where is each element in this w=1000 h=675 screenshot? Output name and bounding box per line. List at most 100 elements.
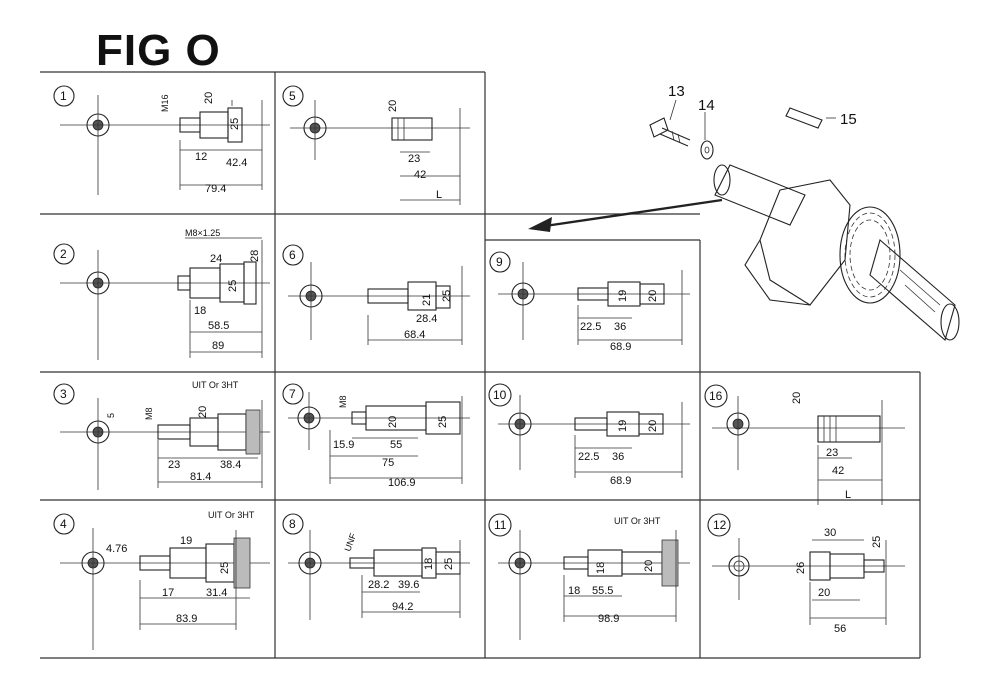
dim-label: 68.4 [404,329,425,341]
dim-label: 26 [795,562,807,574]
panel-number: 8 [289,517,296,531]
dim-label: 24 [210,253,222,265]
callout-15: 15 [840,111,857,128]
dim-label: 106.9 [388,477,416,489]
dim-label: L [845,489,851,501]
dim-label: 20 [791,392,803,404]
dim-label: 5 [106,413,116,418]
dim-label: 25 [219,562,231,574]
dim-label: 25 [441,290,453,302]
panel-number: 5 [289,89,296,103]
panel-number: 1 [60,89,67,103]
panel-2: 2 M8×1.25 24 28 25 18 58.5 89 [53,228,270,360]
dim-label: 20 [197,406,209,418]
dim-label: 25 [871,536,883,548]
dim-label: 17 [162,587,174,599]
dim-label: 58.5 [208,320,229,332]
dim-label: 23 [168,459,180,471]
callout-13: 13 [668,83,685,100]
panel-6: 6 21 25 28.4 68.4 [282,244,470,345]
panel-12: 12 30 26 25 20 56 [707,513,905,635]
dim-label: UIT Or 3HT [208,510,255,520]
panel-11: 11 UIT Or 3HT 18 20 18 55.5 98.9 [488,513,690,640]
dim-label: 19 [180,535,192,547]
dim-label: 20 [818,587,830,599]
panel-number: 6 [289,248,296,262]
dim-label: 42.4 [226,157,247,169]
dim-label: 20 [647,420,659,432]
dim-label: M8 [338,395,348,408]
dim-label: 28 [249,250,261,262]
panel-10: 10 19 20 22.5 36 68.9 [488,383,690,487]
panel-9: 9 19 20 22.5 36 68.9 [489,251,690,353]
dim-label: 21 [421,294,433,306]
dim-label: 22.5 [578,451,599,463]
dim-label: UIT Or 3HT [192,380,239,390]
panel-number: 11 [494,518,507,532]
callout-14: 14 [698,97,715,114]
dim-label: 68.9 [610,341,631,353]
dim-label: 56 [834,623,846,635]
dim-label: 28.4 [416,313,437,325]
dim-label: 55.5 [592,585,613,597]
dim-label: 4.76 [106,543,127,555]
dim-label: 20 [203,92,215,104]
dim-label: M8 [144,407,154,420]
dim-label: 20 [647,290,659,302]
panel-number: 7 [289,387,296,401]
dim-label: 25 [437,416,449,428]
callout-labels: 13 14 15 [668,83,857,140]
panel-4: 4 4.76 19 25 UIT Or 3HT 17 31.4 83.9 [53,510,270,650]
dim-label: 12 [195,151,207,163]
dim-label: 18 [423,558,435,570]
dim-label: 36 [612,451,624,463]
dim-label: 94.2 [392,601,413,613]
panel-number: 3 [60,387,67,401]
dim-label: 18 [595,562,607,574]
dim-label: 18 [568,585,580,597]
dim-label: 39.6 [398,579,419,591]
panel-8: 8 UNF 18 25 28.2 39.6 94.2 [282,513,470,620]
dim-label: 38.4 [220,459,241,471]
panel-16: 16 20 23 42 L [704,384,905,505]
dim-label: 18 [194,305,206,317]
dim-label: M8×1.25 [185,228,220,238]
panel-5: 5 20 23 42 L [282,85,470,205]
dim-label: 28.2 [368,579,389,591]
panel-1: 1 M16 20 25 12 42.4 79.4 [53,85,270,195]
grid-lines [40,71,921,659]
panel-number: 4 [60,517,67,531]
dim-label: 20 [643,560,655,572]
dim-label: 25 [229,118,241,130]
dim-label: 42 [414,169,426,181]
dim-label: 36 [614,321,626,333]
dim-label: 30 [824,527,836,539]
panel-3: 3 5 M8 20 UIT Or 3HT 23 38.4 81.4 [53,380,270,490]
panel-number: 10 [493,388,507,402]
dim-label: 20 [387,100,399,112]
panel-7: 7 M8 20 25 15.9 55 75 106.9 [282,383,470,489]
panel-number: 9 [496,255,503,269]
dim-label: 19 [617,290,629,302]
dim-label: 23 [408,153,420,165]
dim-label: 25 [443,558,455,570]
dim-label: 25 [227,280,239,292]
crankshaft-illustration [649,107,960,341]
dim-label: 68.9 [610,475,631,487]
dim-label: 15.9 [333,439,354,451]
panel-number: 16 [709,389,723,403]
dim-label: 55 [390,439,402,451]
panel-number: 12 [713,518,727,532]
dim-label: 79.4 [205,183,226,195]
dim-label: 75 [382,457,394,469]
dim-label: 98.9 [598,613,619,625]
dim-label: 42 [832,465,844,477]
dim-label: 89 [212,340,224,352]
dim-label: UNF [342,531,358,552]
dim-label: 81.4 [190,471,211,483]
dim-label: UIT Or 3HT [614,516,661,526]
dim-label: M16 [160,94,170,112]
dim-label: 23 [826,447,838,459]
dim-label: 19 [617,420,629,432]
